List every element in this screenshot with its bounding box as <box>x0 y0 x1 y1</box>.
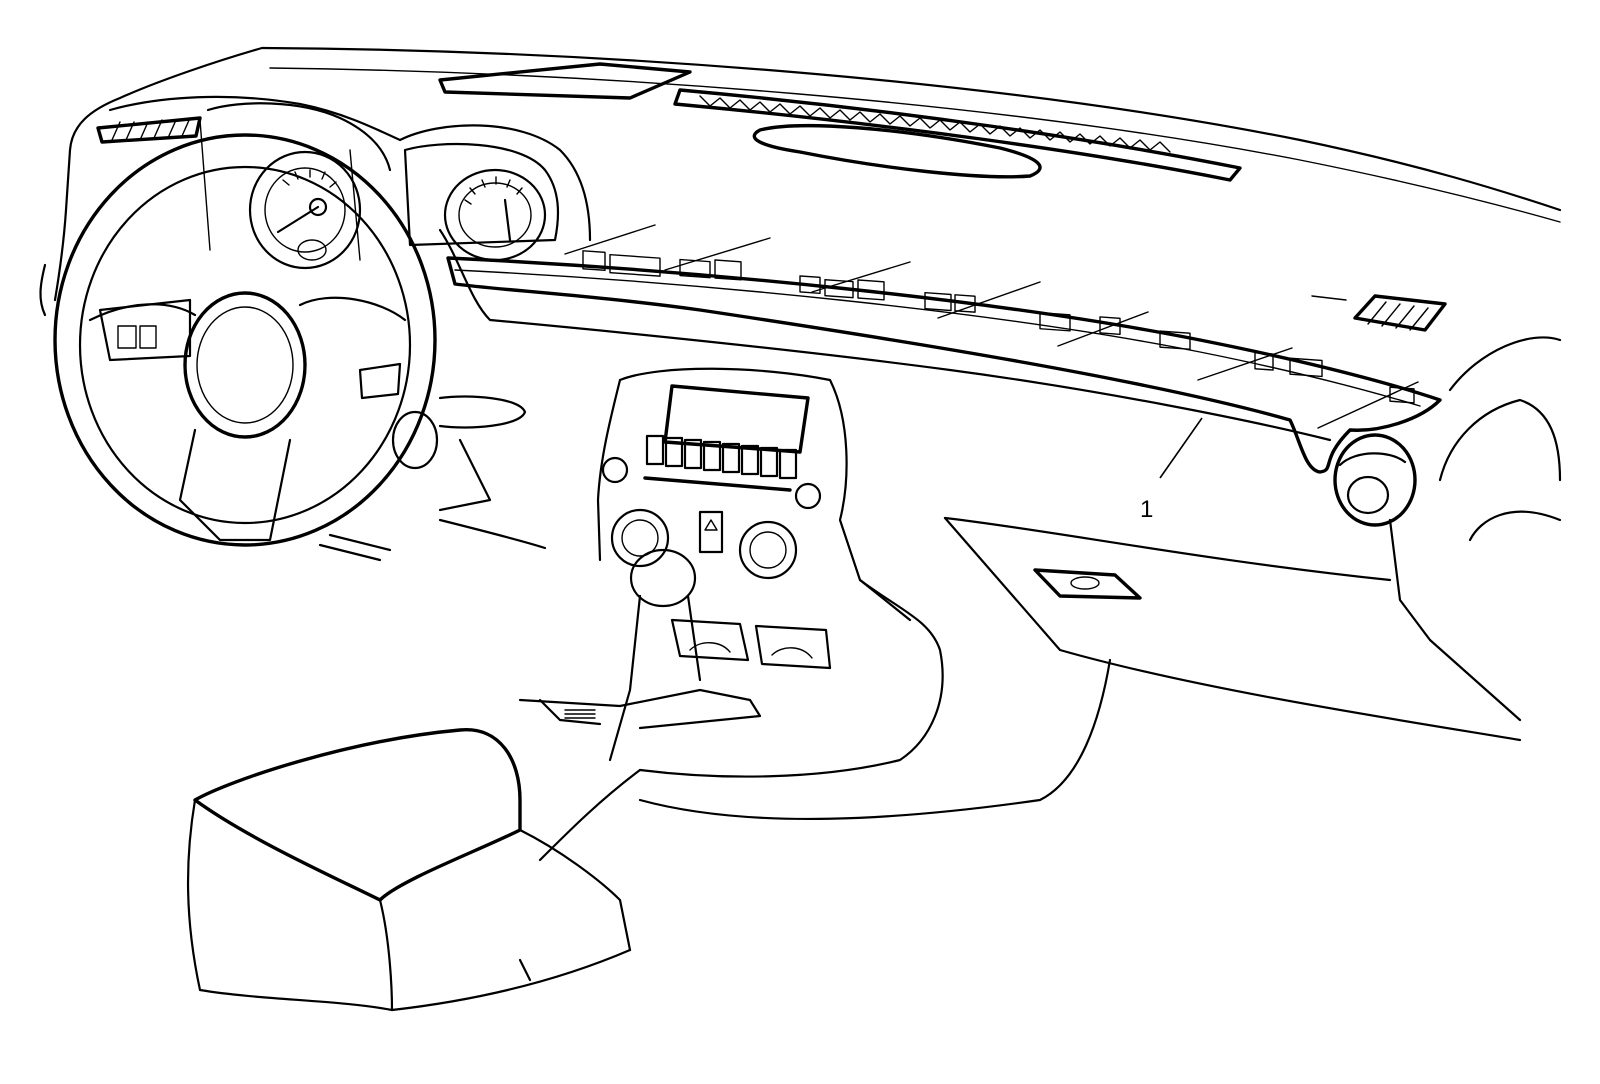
instrument-panel-trim-plate <box>446 224 1447 474</box>
console-gauge-right <box>754 624 832 670</box>
right-side-vent <box>1333 336 1562 722</box>
left-lower-panel <box>438 395 547 550</box>
ignition-switch <box>391 410 439 470</box>
steering-wheel-hub <box>183 291 307 439</box>
passenger-vent <box>1353 294 1447 332</box>
hvac-knob-right <box>738 520 798 580</box>
defrost-grille <box>673 88 1242 182</box>
left-side-vent <box>96 116 202 144</box>
steering-wheel <box>39 133 439 562</box>
cd-slot <box>643 476 792 492</box>
center-stack <box>596 367 912 670</box>
steering-controls-right <box>358 362 402 400</box>
hazard-button <box>698 510 724 554</box>
switch-bank <box>582 250 1415 404</box>
hvac-knob-left <box>610 508 670 568</box>
steering-wheel-rim <box>53 133 437 547</box>
tune-knob <box>794 482 822 510</box>
glovebox-handle <box>1033 568 1142 600</box>
fastener-leaders <box>564 224 1419 429</box>
shifter <box>518 548 762 762</box>
callout-1-leader <box>1159 417 1203 479</box>
console-gauge-left <box>670 618 750 662</box>
dash-top <box>53 46 1562 302</box>
shift-knob <box>629 548 697 608</box>
callout-1-label: 1 <box>1140 496 1153 523</box>
tachometer-gauge <box>248 150 362 270</box>
volume-knob <box>601 456 629 484</box>
armrest-lid <box>193 728 522 902</box>
lower-dash <box>438 228 1522 820</box>
steering-controls-left <box>98 298 192 362</box>
center-console <box>186 578 944 1012</box>
dash-sensor-pad <box>438 62 692 100</box>
radio-display <box>663 384 810 454</box>
cluster-hood <box>108 95 592 270</box>
center-speaker-grille <box>752 124 1042 179</box>
preset-buttons <box>645 434 798 480</box>
